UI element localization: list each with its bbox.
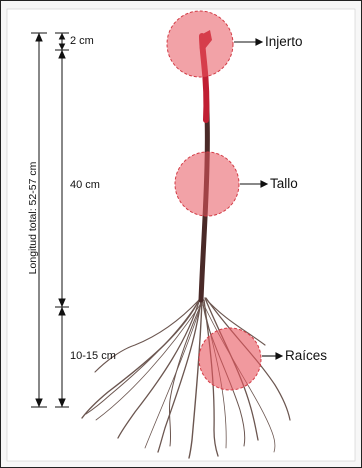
segment-10-15cm-label: 10-15 cm	[70, 350, 116, 362]
segment-2cm-label: 2 cm	[70, 35, 94, 47]
graft-highlight-circle	[167, 11, 233, 77]
total-length-label: Longitud total: 52-57 cm	[27, 161, 39, 275]
roots-label: Raíces	[285, 348, 327, 363]
stem-highlight-circle	[175, 152, 239, 216]
roots-highlight-circle	[199, 328, 261, 390]
segment-40cm-label: 40 cm	[70, 179, 100, 191]
photo-background	[7, 9, 355, 461]
stem-label: Tallo	[270, 176, 298, 191]
graft-label: Injerto	[265, 34, 303, 49]
